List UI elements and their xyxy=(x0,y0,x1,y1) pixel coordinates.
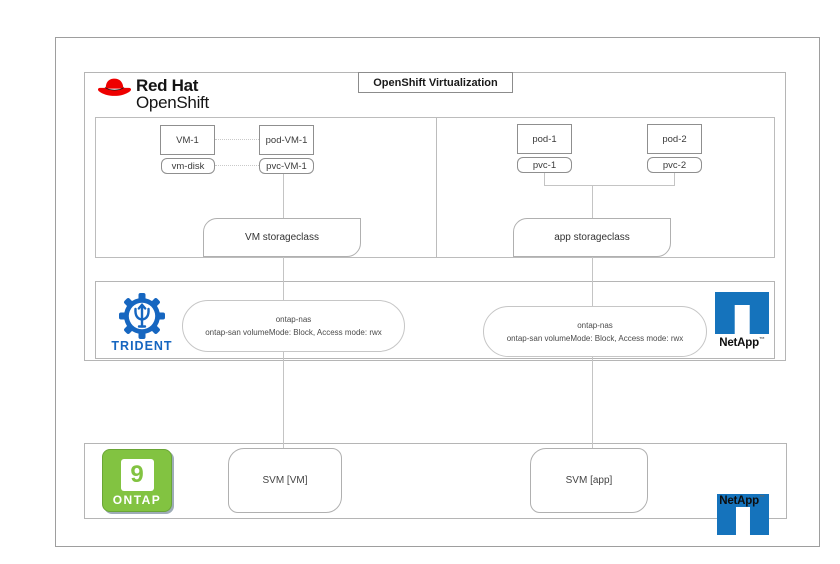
connector-join-to-sc xyxy=(592,185,593,218)
vm-disk-node: vm-disk xyxy=(161,158,215,174)
trident-gear-icon xyxy=(119,293,165,339)
app-storageclass-label: app storageclass xyxy=(554,232,630,243)
connector-pvc2-drop xyxy=(674,173,675,185)
connector-sc-to-pill-right xyxy=(592,257,593,306)
redhat-brand: Red Hat OpenShift xyxy=(136,77,209,111)
redhat-hat-icon xyxy=(97,78,132,96)
ontap-logo-inner-square: 9 xyxy=(120,459,154,491)
openshift-virtualization-label: OpenShift Virtualization xyxy=(358,72,513,93)
pod-1-node: pod-1 xyxy=(517,124,572,154)
netapp-logo-label-bottom: NetApp™ xyxy=(709,495,775,507)
connector-vmdisk-pvc-dotted xyxy=(215,165,259,166)
connector-pill-to-svm-left xyxy=(283,352,284,448)
netapp-tm-top: ™ xyxy=(758,337,765,344)
pod-1-node-label: pod-1 xyxy=(532,133,557,145)
trident-backend-right-pill: ontap-nas ontap-san volumeMode: Block, A… xyxy=(483,306,707,357)
pvc-2-node: pvc-2 xyxy=(647,157,702,173)
netapp-label-top-text: NetApp xyxy=(719,337,759,349)
vm-node: VM-1 xyxy=(160,125,215,155)
ontap-logo-label: ONTAP xyxy=(112,493,162,507)
connector-sc-to-pill-left xyxy=(283,257,284,300)
trident-backend-left-pill: ontap-nas ontap-san volumeMode: Block, A… xyxy=(182,300,405,352)
vm-node-label: VM-1 xyxy=(176,134,199,146)
pvc-2-node-label: pvc-2 xyxy=(662,159,687,171)
netapp-label-bottom-text: NetApp xyxy=(719,495,759,507)
svm-vm-label: SVM [VM] xyxy=(262,475,308,486)
pvc-vm-node-label: pvc-VM-1 xyxy=(266,160,307,172)
connector-pvc-join xyxy=(544,185,675,186)
vm-storageclass-shape: VM storageclass xyxy=(203,218,361,257)
redhat-brand-line2: OpenShift xyxy=(136,93,209,112)
trident-logo-text: TRIDENT xyxy=(111,339,173,353)
pod-2-node: pod-2 xyxy=(647,124,702,154)
app-panel xyxy=(436,117,775,258)
pod-vm-node-label: pod-VM-1 xyxy=(265,134,308,146)
pvc-1-node-label: pvc-1 xyxy=(532,159,557,171)
vm-storageclass-label: VM storageclass xyxy=(245,232,319,243)
connector-pill-to-svm-right xyxy=(592,357,593,448)
connector-pvcvm-to-sc xyxy=(283,174,284,218)
pod-vm-node: pod-VM-1 xyxy=(259,125,314,155)
redhat-brand-line1: Red Hat xyxy=(136,76,199,95)
trident-logo-label: TRIDENT xyxy=(104,339,180,353)
netapp-logo-label-top: NetApp™ xyxy=(709,337,775,349)
outer-frame xyxy=(55,37,820,547)
pvc-vm-node: pvc-VM-1 xyxy=(259,158,314,174)
ontap-section-box xyxy=(84,443,787,519)
backend-left-line1: ontap-nas xyxy=(275,315,312,324)
pod-2-node-label: pod-2 xyxy=(662,133,687,145)
backend-right-line1: ontap-nas xyxy=(577,320,613,330)
backend-left-line2: ontap-san volumeMode: Block, Access mode… xyxy=(205,328,382,337)
app-storageclass-shape: app storageclass xyxy=(513,218,671,257)
netapp-logo-mark-top xyxy=(715,292,769,334)
svm-app-node: SVM [app] xyxy=(530,448,648,513)
connector-vm-pod-dotted xyxy=(215,139,259,140)
svm-vm-node: SVM [VM] xyxy=(228,448,342,513)
trident-section-box xyxy=(95,281,775,359)
svm-app-label: SVM [app] xyxy=(565,475,613,486)
connector-pvc1-drop xyxy=(544,173,545,185)
netapp-tm-bottom: ™ xyxy=(758,495,765,502)
openshift-virtualization-label-text: OpenShift Virtualization xyxy=(373,76,498,89)
ontap-version-digit: 9 xyxy=(130,461,144,488)
pvc-1-node: pvc-1 xyxy=(517,157,572,173)
backend-right-line2: ontap-san volumeMode: Block, Access mode… xyxy=(506,333,684,343)
netapp-logo-mark-bottom xyxy=(717,494,769,535)
ontap-logo-icon: 9 ONTAP xyxy=(102,449,172,512)
vm-disk-node-label: vm-disk xyxy=(171,160,205,172)
